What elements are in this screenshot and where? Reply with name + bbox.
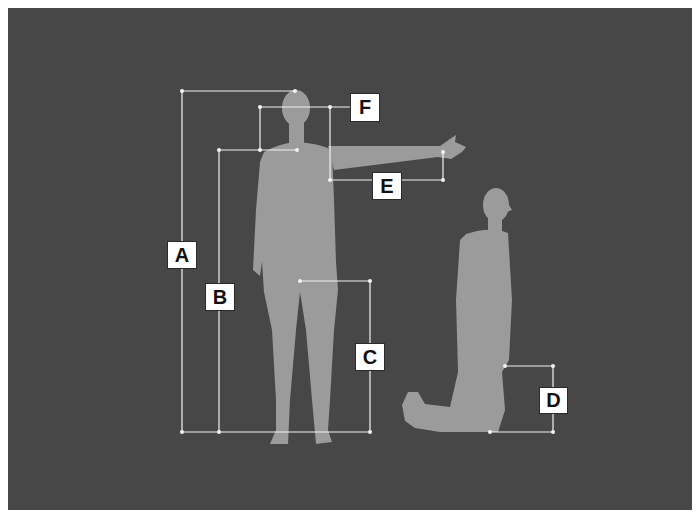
dimension-label: A: [167, 241, 197, 269]
dimension-lines: [182, 91, 553, 432]
dimension-label: C: [355, 343, 385, 371]
dimension-label: B: [205, 283, 235, 311]
standing-figure: [253, 90, 466, 444]
dimension-dots: [180, 89, 555, 434]
background: [8, 8, 692, 510]
dimension-label: F: [350, 93, 380, 122]
kneeling-figure: [402, 188, 512, 432]
dimension-label: D: [539, 387, 568, 414]
dimension-label: E: [372, 172, 402, 200]
